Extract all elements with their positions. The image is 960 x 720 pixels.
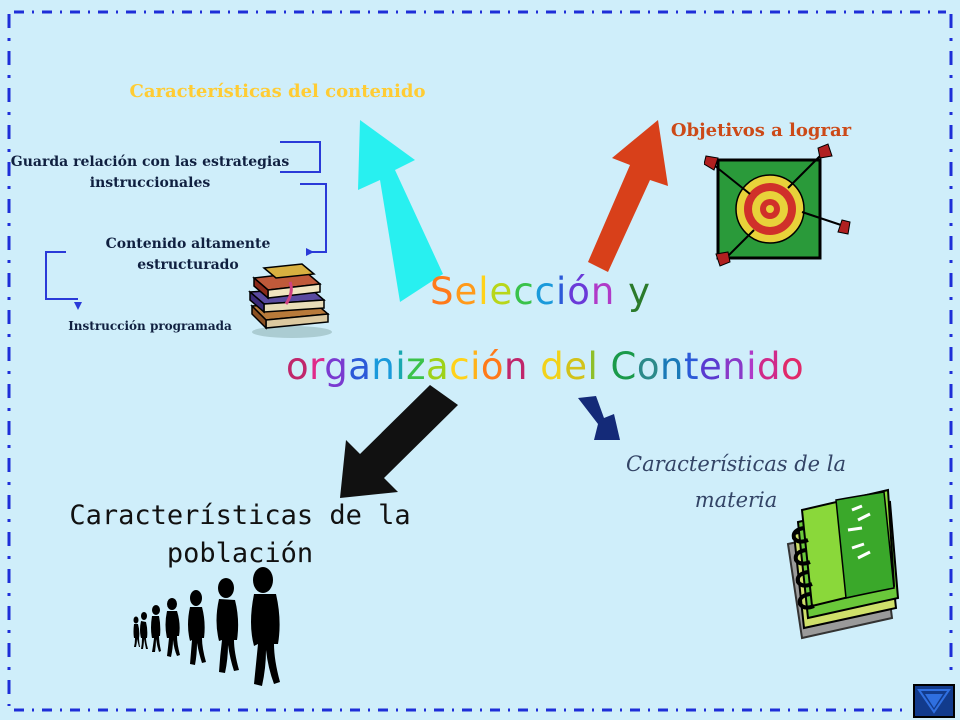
arrow-to-objetivos: [588, 120, 668, 272]
title-word: Contenido: [610, 345, 805, 388]
title-word: del: [540, 345, 599, 388]
people-icon: [133, 567, 280, 686]
arrow-to-materia: [578, 396, 620, 440]
label-instruccion-programada: Instrucción programada: [68, 319, 232, 333]
arrow-to-poblacion: [340, 385, 458, 498]
label-objetivos: Objetivos a lograr: [670, 120, 852, 141]
label-caracteristicas-poblacion: Características de la población: [69, 500, 411, 569]
label-caracteristicas-contenido: Características del contenido: [129, 81, 426, 102]
target-icon: [704, 143, 851, 267]
title-word: organización: [286, 345, 528, 388]
books-icon: [248, 263, 332, 338]
label-guarda-relacion: Guarda relación con las estrategias inst…: [10, 154, 290, 191]
arrow-to-contenido: [358, 120, 443, 302]
title-line-2: organización del Contenido: [286, 345, 804, 388]
notebook-icon: [786, 488, 900, 640]
label-caracteristicas-materia: Características de la materia: [626, 452, 846, 512]
nav-button[interactable]: [913, 684, 955, 718]
label-altamente-estructurado: Contenido altamente estructurado: [105, 236, 271, 273]
nav-button-icon: [917, 689, 951, 714]
title-line-1: Selección y: [430, 270, 651, 313]
title-word: y: [628, 270, 652, 313]
title-word: Selección: [430, 270, 616, 313]
